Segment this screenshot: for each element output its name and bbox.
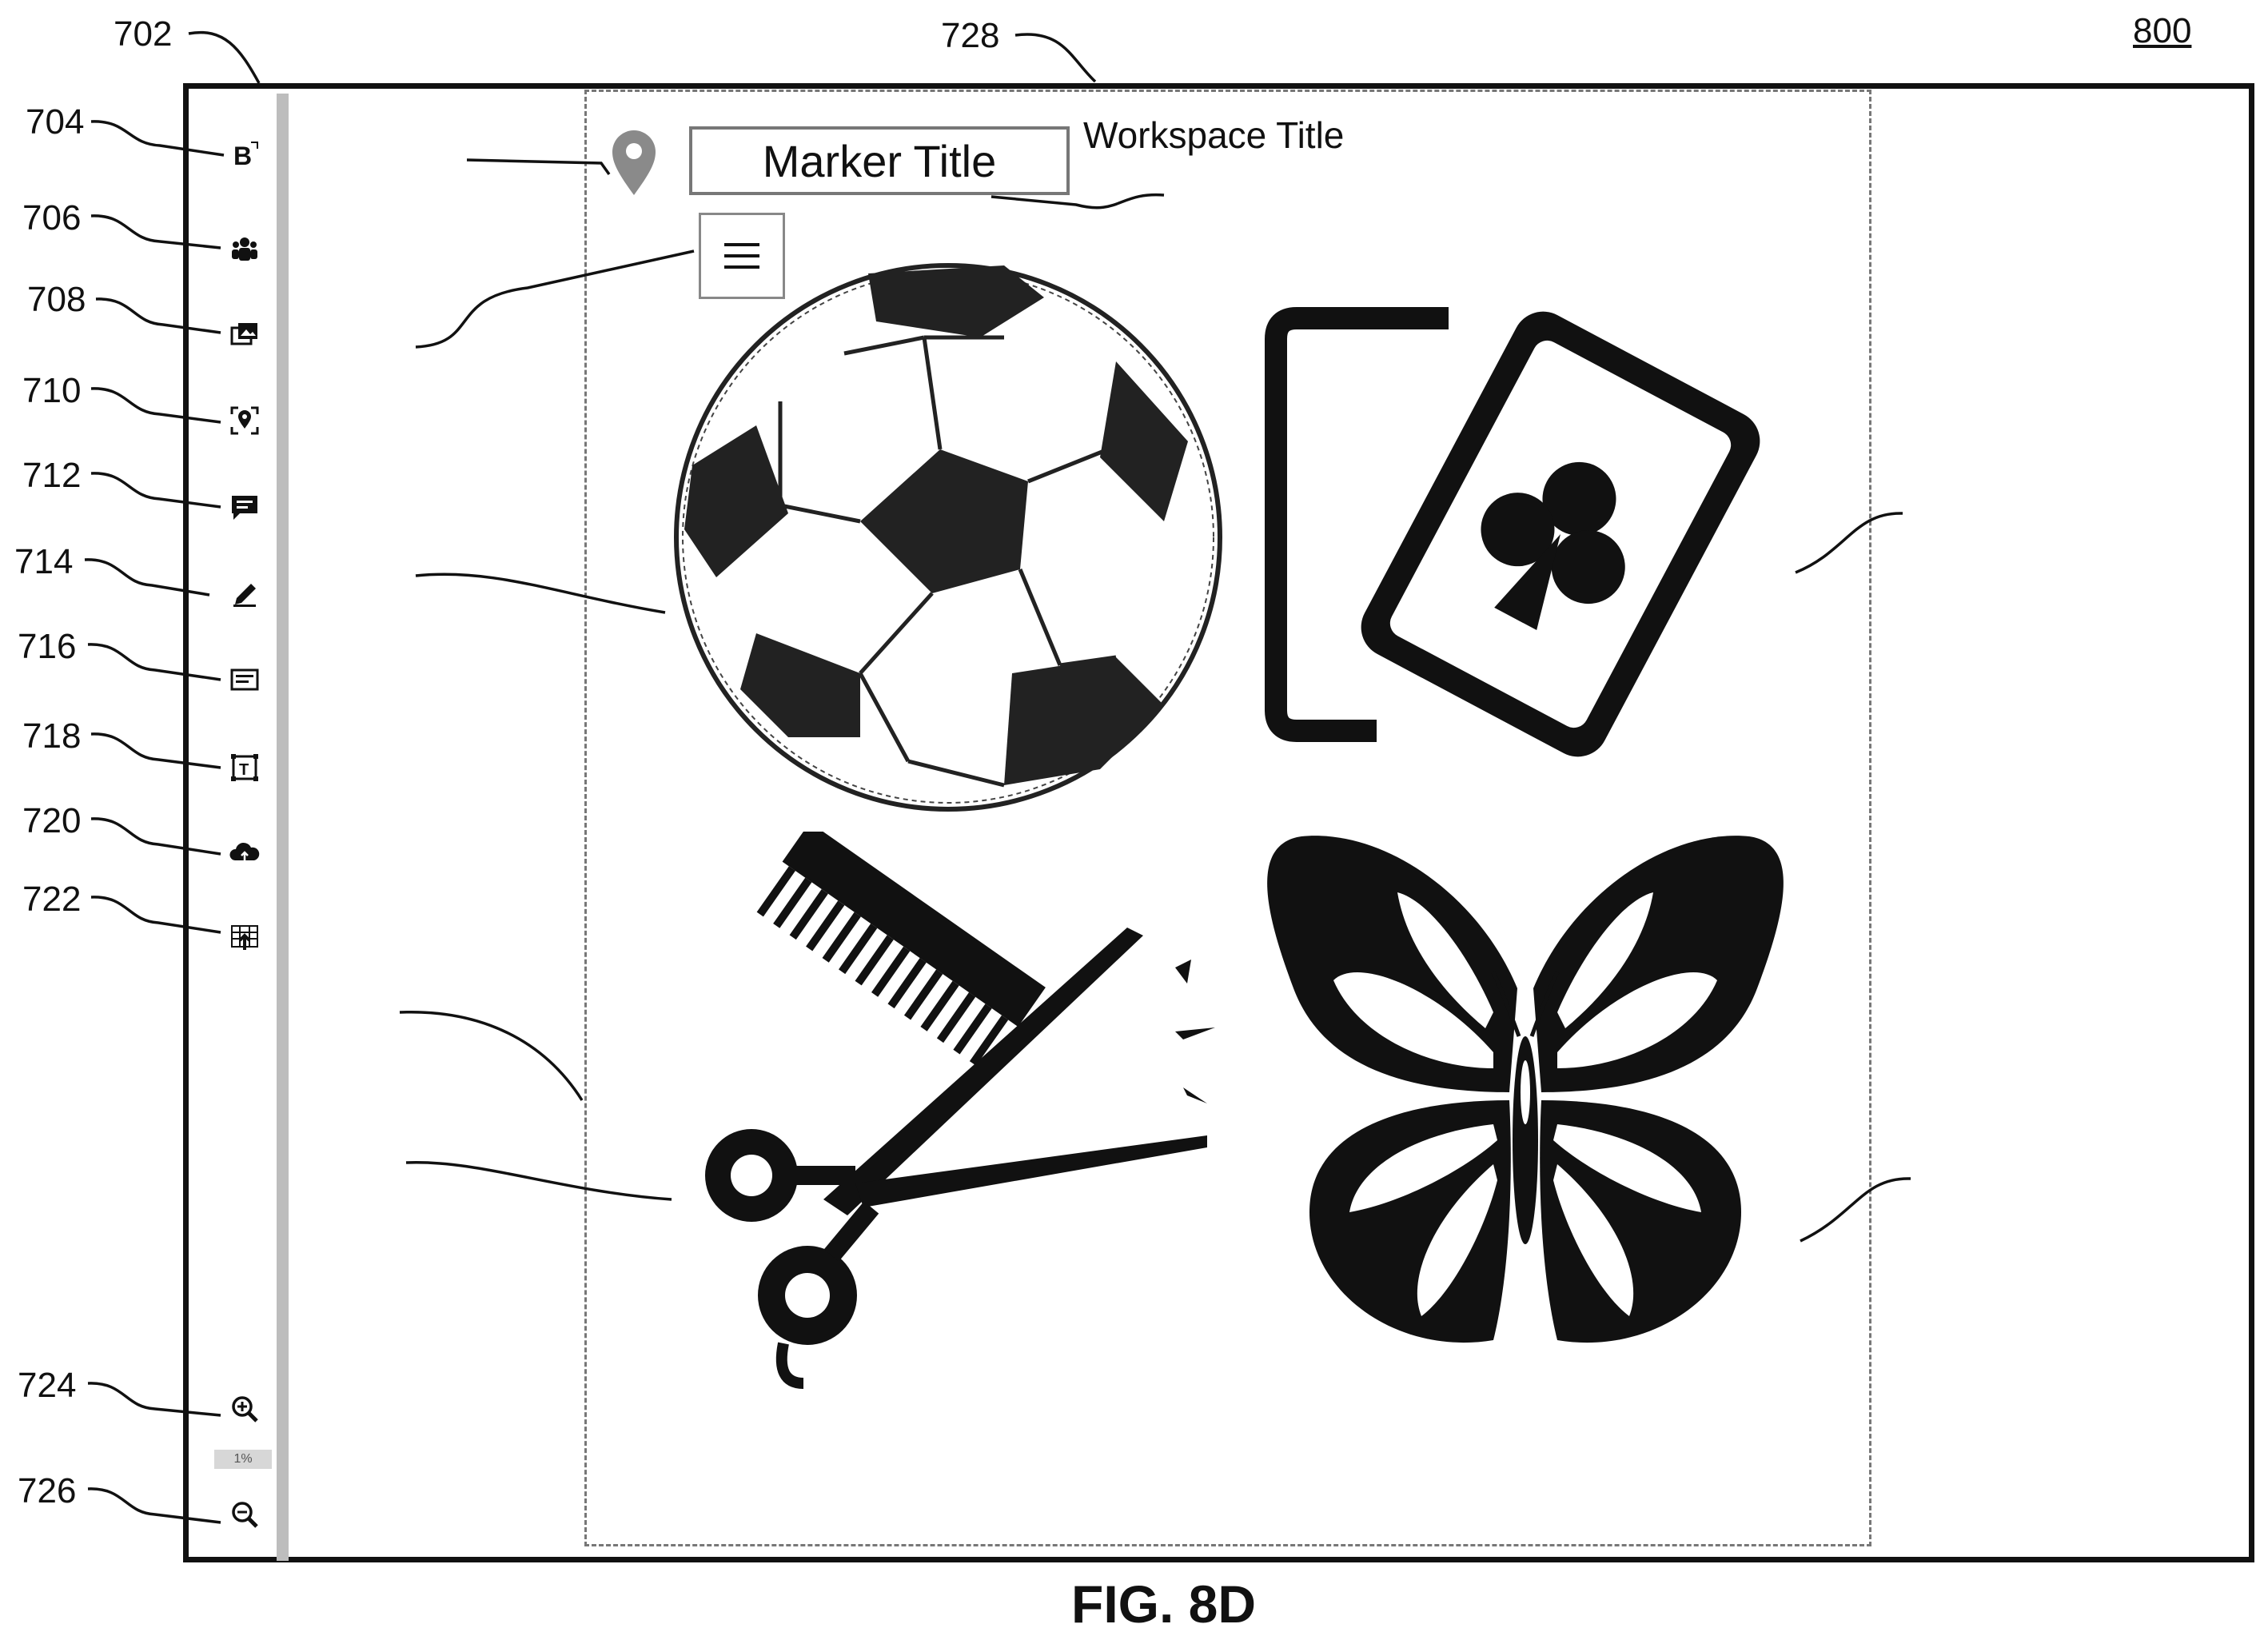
ref-714: 714 xyxy=(14,542,73,582)
ref-708: 708 xyxy=(27,280,86,320)
marker-title-field[interactable]: Marker Title xyxy=(689,126,1070,195)
figure-caption: FIG. 8D xyxy=(1071,1574,1256,1634)
ref-706: 706 xyxy=(22,198,81,238)
ref-718: 718 xyxy=(22,716,81,756)
ref-726: 726 xyxy=(18,1471,76,1511)
ref-728: 728 xyxy=(941,16,999,56)
ref-800: 800 xyxy=(2133,11,2191,51)
toolbar-scrollbar[interactable] xyxy=(277,94,289,1561)
svg-text:B: B xyxy=(233,142,252,170)
playing-cards-image[interactable] xyxy=(1265,294,1776,779)
ref-716: 716 xyxy=(18,627,76,667)
ref-720: 720 xyxy=(22,801,81,841)
ref-702: 702 xyxy=(114,14,172,54)
map-pin-icon[interactable] xyxy=(609,128,659,197)
note-icon[interactable] xyxy=(224,659,265,700)
zoom-in-icon[interactable] xyxy=(224,1388,265,1430)
workspace-title: Workspace Title xyxy=(1083,114,1344,157)
grid-upload-icon[interactable] xyxy=(224,916,265,958)
zoom-out-icon[interactable] xyxy=(224,1494,265,1535)
ref-724: 724 xyxy=(18,1366,76,1406)
ref-722: 722 xyxy=(22,880,81,920)
ref-704: 704 xyxy=(26,102,84,142)
svg-text:T: T xyxy=(239,761,249,779)
image-stack-icon[interactable] xyxy=(224,313,265,355)
scissors-comb-image[interactable] xyxy=(664,832,1223,1391)
cloud-icon[interactable] xyxy=(224,832,265,873)
text-box-icon[interactable]: T xyxy=(224,747,265,788)
users-icon[interactable] xyxy=(224,229,265,270)
location-frame-icon[interactable] xyxy=(224,400,265,441)
bold-b-icon[interactable]: B xyxy=(224,134,265,176)
ref-710: 710 xyxy=(22,371,81,411)
pen-icon[interactable] xyxy=(224,573,265,614)
ref-712: 712 xyxy=(22,456,81,496)
comment-icon[interactable] xyxy=(224,486,265,528)
butterfly-image[interactable] xyxy=(1238,828,1813,1388)
zoom-level-indicator: 1% xyxy=(214,1450,272,1469)
soccer-ball-image[interactable] xyxy=(668,257,1228,817)
